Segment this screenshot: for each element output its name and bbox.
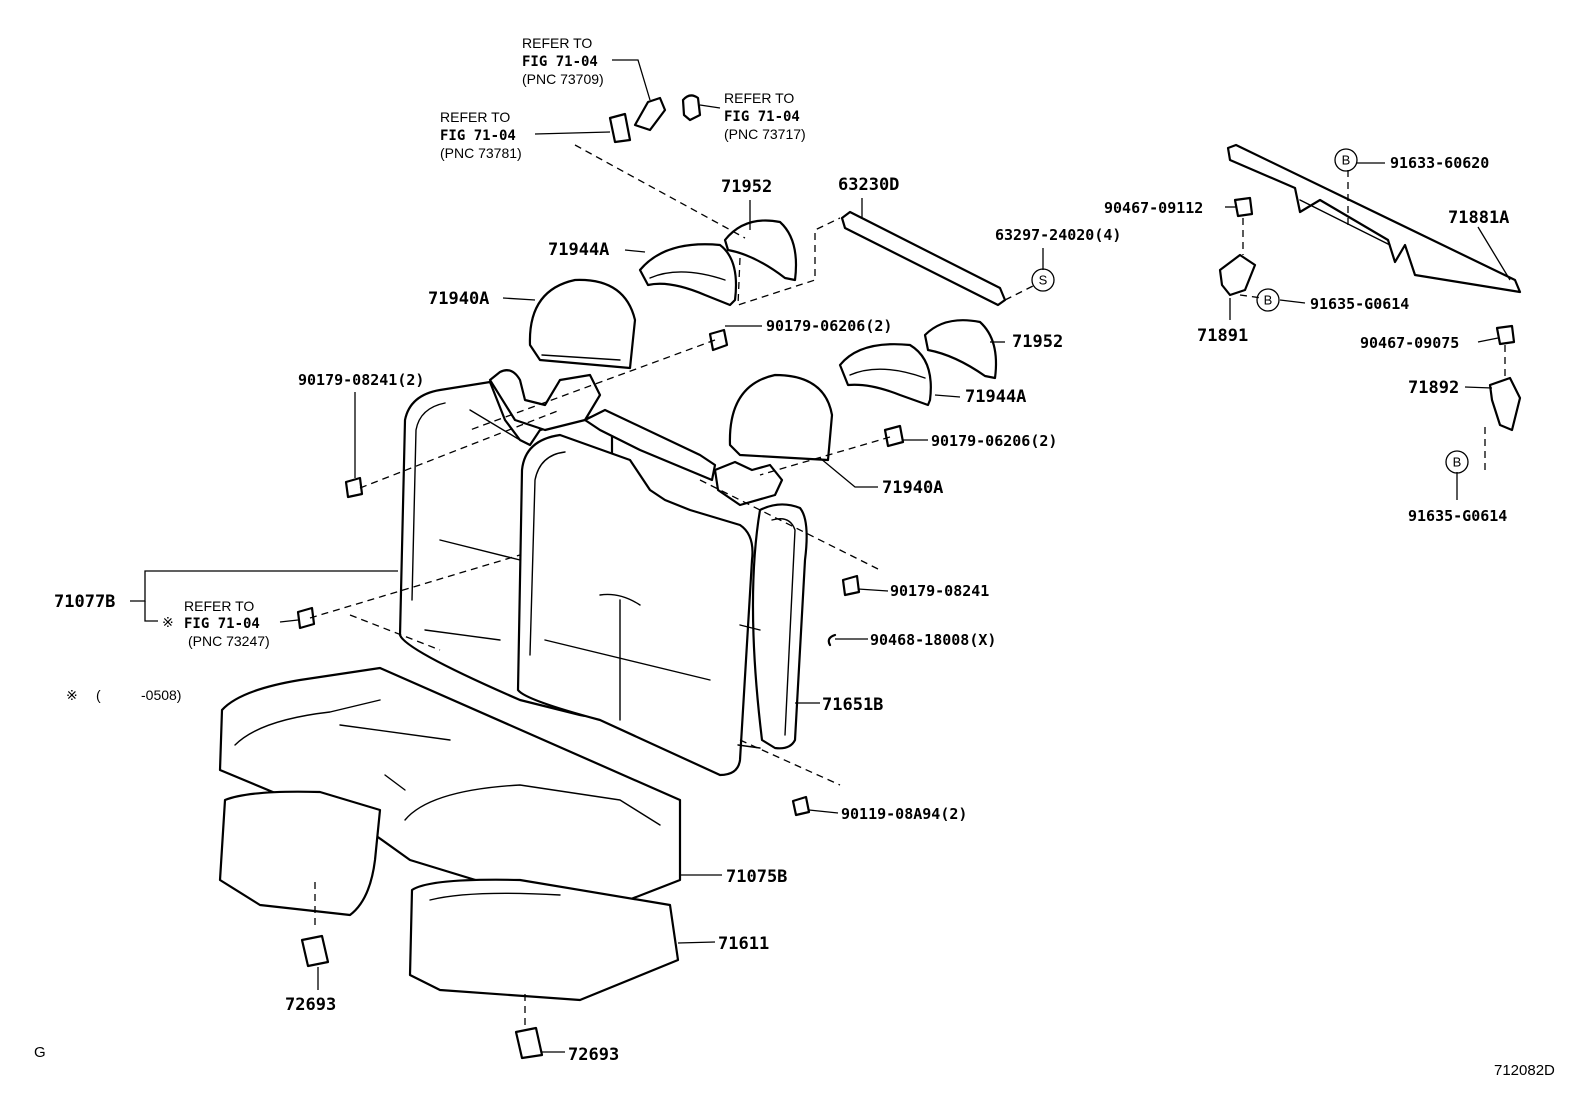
nut-icon-08241-left [344,476,364,499]
nut-icon-06206-top [708,328,729,352]
label-90179-06206-top: 90179-06206(2) [766,317,892,335]
ref-73709-line2: FIG 71-04 [522,54,598,70]
label-71952-right: 71952 [1012,332,1063,352]
fastener-icons [296,328,905,1060]
cover-71944a-right [838,343,932,407]
label-90179-08241-2: 90179-08241(2) [298,371,424,389]
ref-73247: ※ REFER TO FIG 71-04 (PNC 73247) [162,598,270,649]
clip-73709 [633,96,667,132]
corner-figure-code: 712082D [1494,1062,1555,1079]
label-90467-09075: 90467-09075 [1360,334,1459,352]
label-90179-08241: 90179-08241 [890,582,989,600]
symbol-s-label: S [1039,273,1048,288]
ref-73717-line1: REFER TO [724,90,794,106]
label-71651b: 71651B [822,695,883,715]
leader-lines [130,59,1511,1053]
dashed-links [309,144,1506,1025]
seat-back-frame [398,369,808,777]
seat-cushion-assembly [218,666,682,1002]
ref-73781-line2: FIG 71-04 [440,128,516,144]
label-63297-24020: 63297-24020(4) [995,226,1121,244]
note-value: -0508) [141,687,181,703]
label-63230d: 63230D [838,175,899,195]
ref-73709-line3: (PNC 73709) [522,71,604,87]
label-71892: 71892 [1408,378,1459,398]
symbol-b-label: B [1453,455,1462,470]
symbol-b-label: B [1342,153,1351,168]
label-71944a-top: 71944A [548,240,609,260]
ref-73717-line3: (PNC 73717) [724,126,806,142]
label-90468-18008: 90468-18008(X) [870,631,996,649]
cover-71952-right [923,319,998,380]
ref-73781: REFER TO FIG 71-04 (PNC 73781) [440,109,522,161]
hook-icon-72693-right [514,1026,544,1060]
ref-73717: REFER TO FIG 71-04 (PNC 73717) [724,90,806,142]
ref-73247-line2: FIG 71-04 [184,616,260,632]
clip-73781 [608,112,632,144]
label-71940a-top: 71940A [428,289,489,309]
symbol-b-2: B [1256,288,1280,312]
label-91635-g0614-top: 91635-G0614 [1310,295,1409,313]
applicability-note: ※ ( -0508) [66,687,181,703]
ref-73247-line3: (PNC 73247) [188,633,270,649]
symbol-b-3: B [1445,450,1469,474]
label-71891: 71891 [1197,326,1248,346]
ref-73709-line1: REFER TO [522,35,592,51]
ref-73709: REFER TO FIG 71-04 (PNC 73709) [522,35,604,87]
panel-63230d [840,210,1007,307]
clip-icon-90467-09075 [1495,324,1516,346]
nut-icon-06206-right [883,424,905,448]
label-90179-06206-right: 90179-06206(2) [931,432,1057,450]
label-71077b: 71077B [54,592,115,612]
nut-icon-73247 [296,606,316,630]
ref-73717-line2: FIG 71-04 [724,109,800,125]
label-71075b: 71075B [726,867,787,887]
nut-icon-08241-right [841,574,861,597]
cover-71952-left [723,219,798,282]
label-71952-top: 71952 [721,177,772,197]
label-90467-09112: 90467-09112 [1104,199,1203,217]
corner-code-left: G [34,1044,46,1061]
bracket-71891 [1218,253,1257,297]
symbol-b-label: B [1264,293,1273,308]
ref-73781-line3: (PNC 73781) [440,145,522,161]
label-71944a-right: 71944A [965,387,1026,407]
label-72693-bottom: 72693 [568,1045,619,1065]
clip-icon-90467-09112 [1233,196,1254,218]
ref-73247-mark: ※ [162,614,174,630]
label-71881a: 71881A [1448,208,1509,228]
bolt-icon-90119 [791,795,811,817]
symbol-b-1: B [1334,148,1358,172]
label-71611: 71611 [718,934,769,954]
rail-71881a [1226,143,1522,294]
ref-73781-line1: REFER TO [440,109,510,125]
bracket-71892 [1488,376,1522,432]
hook-icon-72693-left [300,934,330,968]
clip-73717 [681,94,702,122]
note-mark: ※ [66,687,78,703]
symbol-s: S [1031,268,1055,292]
headrest-center [728,373,834,462]
ref-73247-line1: REFER TO [184,598,254,614]
label-72693-left: 72693 [285,995,336,1015]
clip-icons-right [1233,196,1516,346]
label-91635-g0614-bottom: 91635-G0614 [1408,507,1507,525]
cover-71944a-left [638,243,738,307]
label-71940a-right: 71940A [882,478,943,498]
clip-icon-90468 [827,633,837,647]
label-91633-60620: 91633-60620 [1390,154,1489,172]
label-90119-08a94: 90119-08A94(2) [841,805,967,823]
headrest-left [528,278,637,370]
note-paren: ( [96,687,101,703]
